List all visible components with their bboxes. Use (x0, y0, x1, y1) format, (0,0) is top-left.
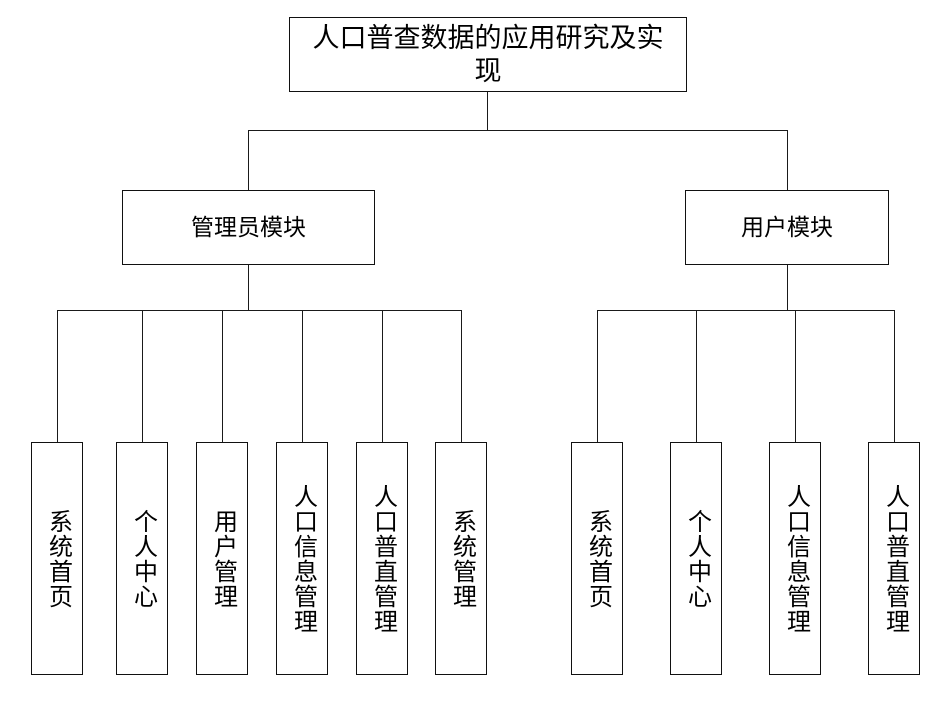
connector-admin-bus (57, 310, 461, 311)
leaf-label: 人口信息管理 (782, 483, 810, 634)
leaf-label: 人口信息管理 (289, 483, 317, 634)
leaf-node-admin-1[interactable]: 系统首页 (31, 442, 83, 675)
leaf-label: 人口普直管理 (881, 483, 909, 634)
connector-admin-drop-2 (142, 310, 143, 442)
connector-admin-drop-6 (461, 310, 462, 442)
connector-user-bus (597, 310, 895, 311)
root-node[interactable]: 人口普查数据的应用研究及实现 (289, 17, 687, 92)
leaf-label: 系统首页 (44, 508, 72, 609)
leaf-node-admin-4[interactable]: 人口信息管理 (276, 442, 328, 675)
leaf-node-admin-2[interactable]: 个人中心 (116, 442, 168, 675)
connector-to-user-module (787, 130, 788, 190)
connector-user-drop-3 (795, 310, 796, 442)
connector-root-stem (487, 92, 488, 131)
leaf-node-admin-5[interactable]: 人口普直管理 (356, 442, 408, 675)
connector-admin-drop-4 (302, 310, 303, 442)
connector-user-drop-4 (894, 310, 895, 442)
connector-to-admin-module (248, 130, 249, 190)
leaf-node-admin-3[interactable]: 用户管理 (196, 442, 248, 675)
connector-admin-stem (248, 265, 249, 310)
leaf-label: 个人中心 (129, 508, 157, 609)
leaf-node-user-3[interactable]: 人口信息管理 (769, 442, 821, 675)
leaf-label: 人口普直管理 (369, 483, 397, 634)
module-node-admin[interactable]: 管理员模块 (122, 190, 375, 265)
leaf-node-user-1[interactable]: 系统首页 (571, 442, 623, 675)
connector-user-stem (787, 265, 788, 310)
connector-user-drop-1 (597, 310, 598, 442)
leaf-label: 系统首页 (584, 508, 612, 609)
connector-level2-bus (248, 130, 788, 131)
connector-admin-drop-3 (222, 310, 223, 442)
leaf-node-admin-6[interactable]: 系统管理 (435, 442, 487, 675)
connector-user-drop-2 (696, 310, 697, 442)
connector-admin-drop-1 (57, 310, 58, 442)
leaf-label: 用户管理 (209, 508, 237, 609)
module-node-user[interactable]: 用户模块 (685, 190, 889, 265)
connector-admin-drop-5 (382, 310, 383, 442)
leaf-label: 系统管理 (448, 508, 476, 609)
leaf-node-user-4[interactable]: 人口普直管理 (868, 442, 920, 675)
leaf-label: 个人中心 (683, 508, 711, 609)
leaf-node-user-2[interactable]: 个人中心 (670, 442, 722, 675)
